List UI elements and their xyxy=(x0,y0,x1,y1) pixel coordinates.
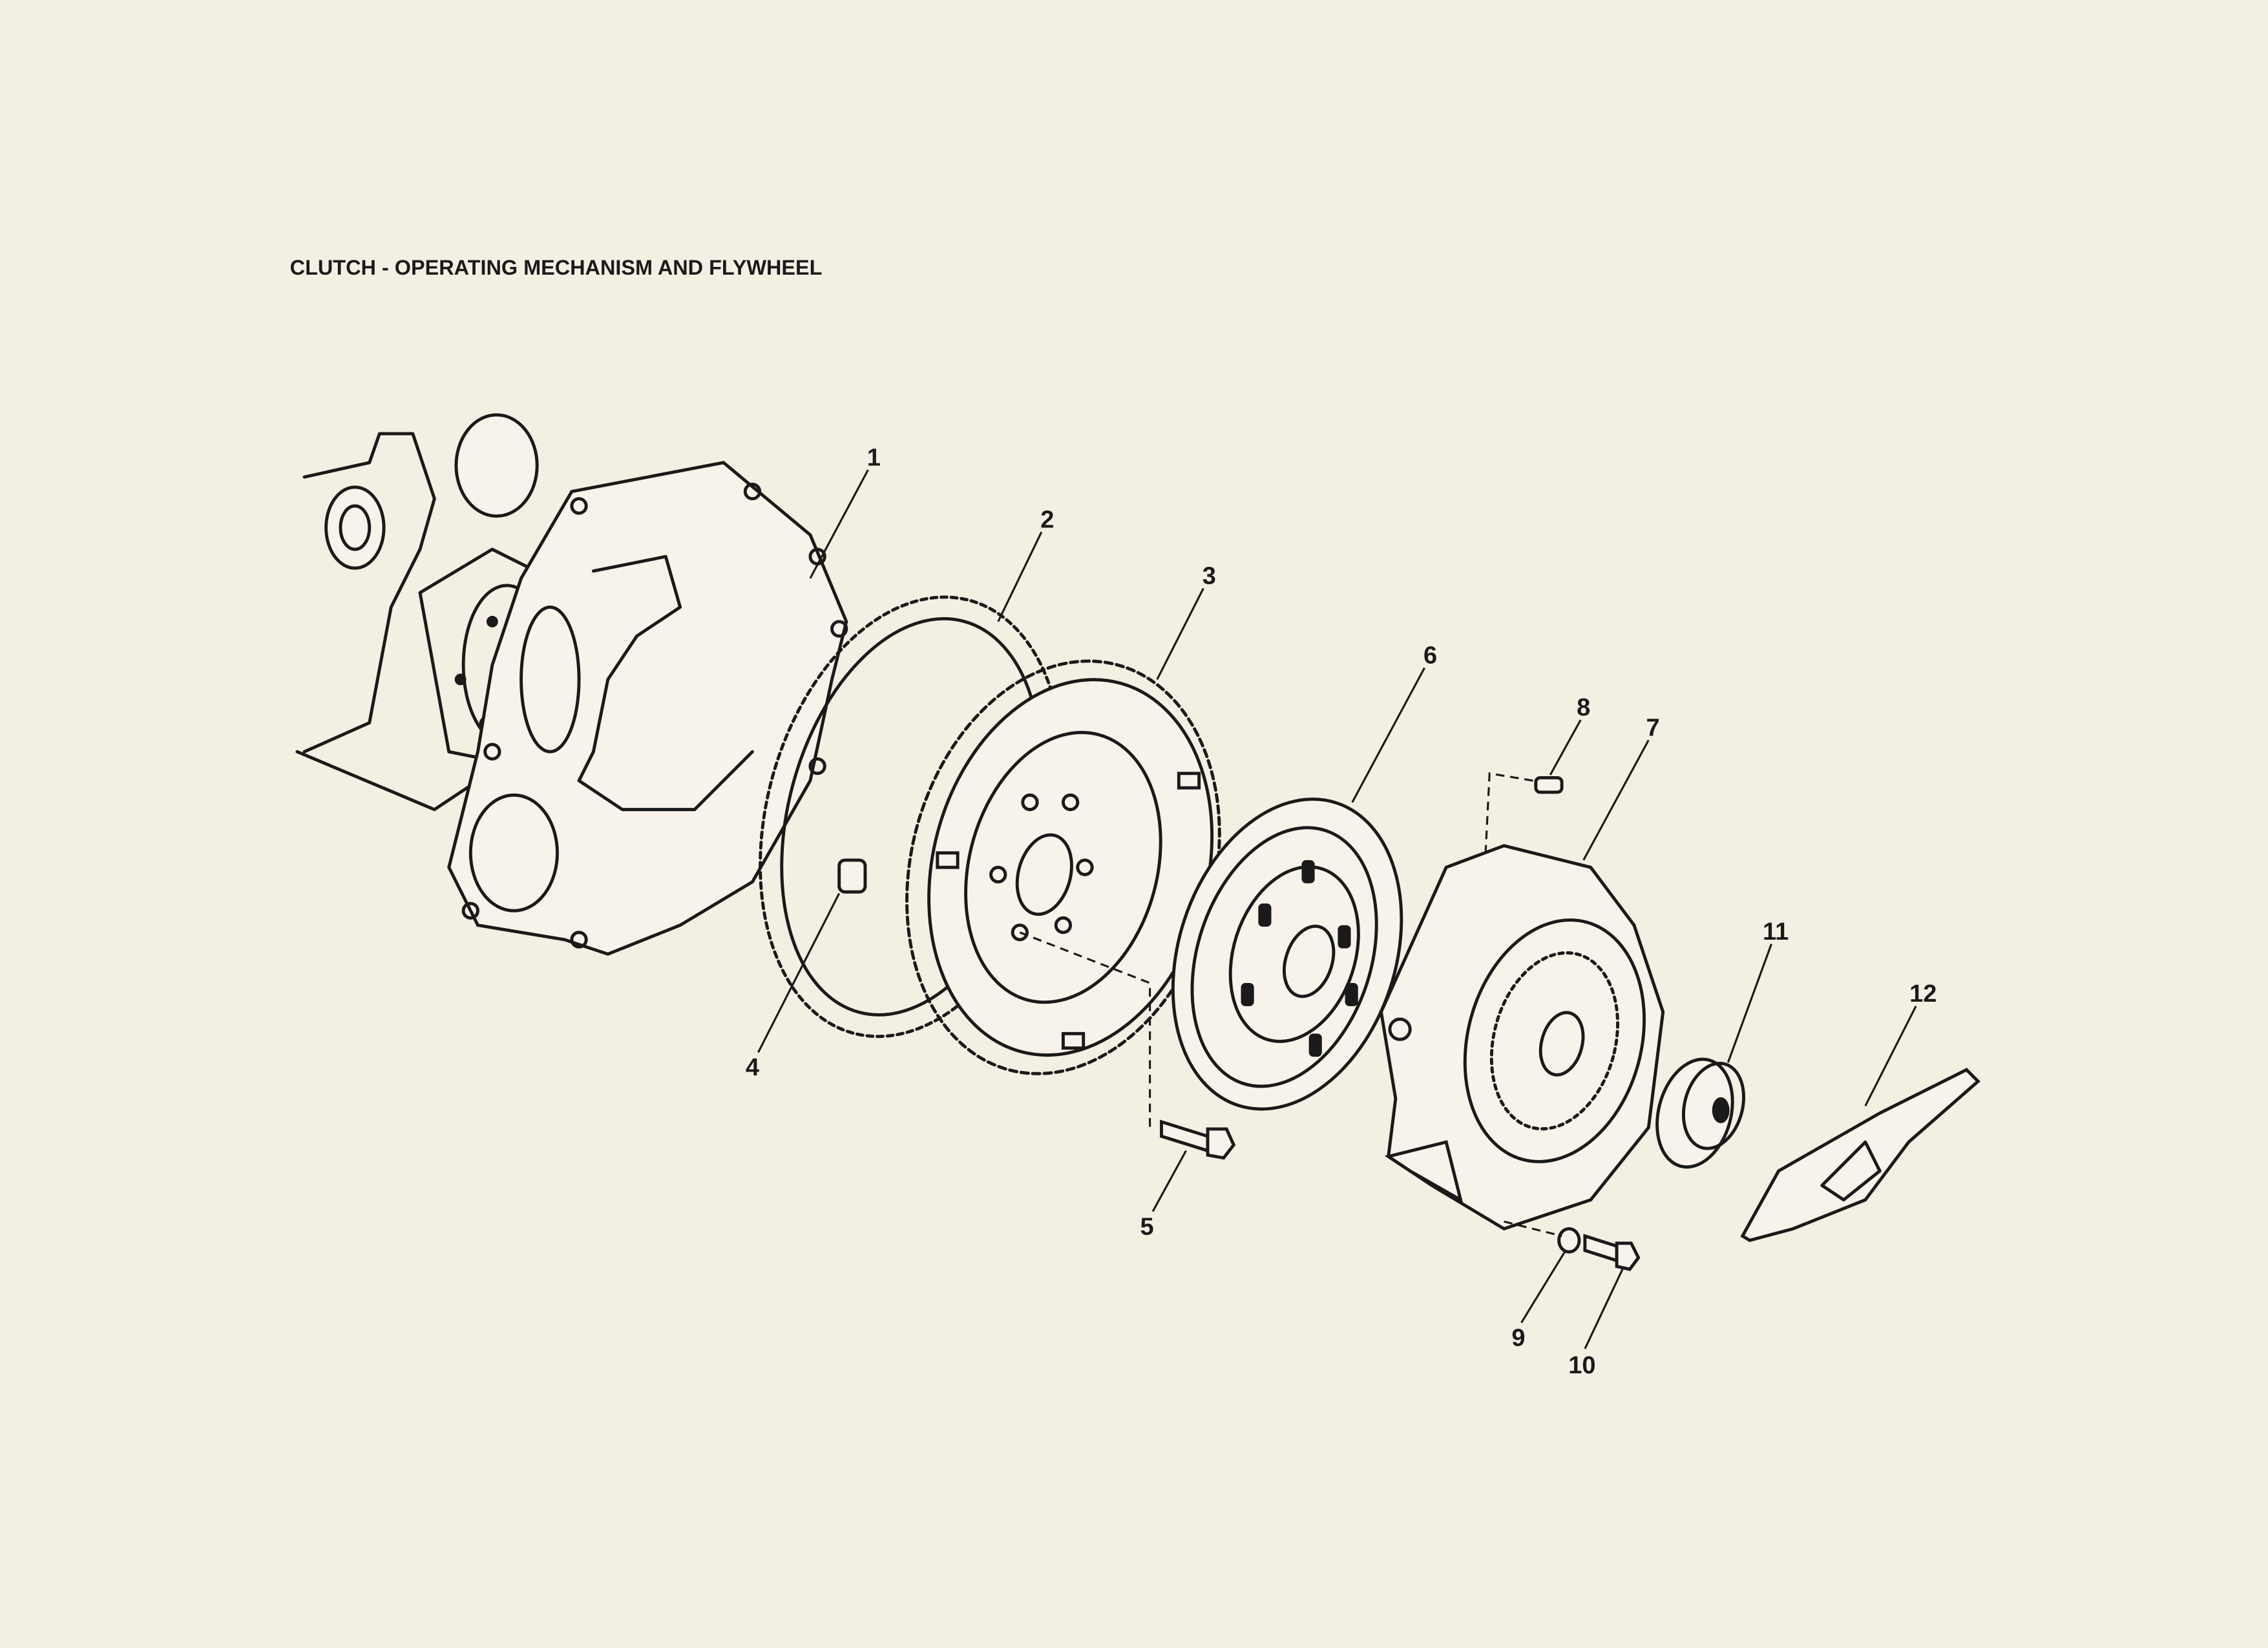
part-pressure-plate-cover xyxy=(1379,843,1665,1231)
callout-5: 5 xyxy=(1140,1213,1154,1240)
callout-2: 2 xyxy=(1040,506,1054,533)
callout-12: 12 xyxy=(1909,980,1937,1008)
part-release-bearing xyxy=(1655,1057,1746,1169)
part-release-fork xyxy=(1740,1068,1980,1242)
engine-block xyxy=(295,413,567,812)
leader-lines xyxy=(757,469,1917,1349)
callout-9: 9 xyxy=(1511,1325,1525,1352)
callout-1: 1 xyxy=(867,444,881,471)
part-cover-bolt xyxy=(1583,1234,1641,1271)
part-flywheel-bolt xyxy=(1160,1119,1236,1160)
callout-7: 7 xyxy=(1646,715,1659,742)
callout-11: 11 xyxy=(1763,918,1789,945)
part-clutch-disc xyxy=(1171,798,1403,1111)
diagram-title: CLUTCH - OPERATING MECHANISM AND FLYWHEE… xyxy=(290,256,823,279)
callout-4: 4 xyxy=(746,1054,759,1081)
part-flywheel xyxy=(905,659,1221,1128)
part-dowel-pin xyxy=(1481,772,1564,918)
callout-8: 8 xyxy=(1577,694,1590,721)
part-dowel xyxy=(837,858,867,894)
callout-6: 6 xyxy=(1423,642,1437,670)
part-washer xyxy=(1504,1220,1581,1254)
callout-3: 3 xyxy=(1202,563,1216,590)
part-gasket-plate xyxy=(447,461,848,956)
callout-10: 10 xyxy=(1568,1352,1595,1379)
